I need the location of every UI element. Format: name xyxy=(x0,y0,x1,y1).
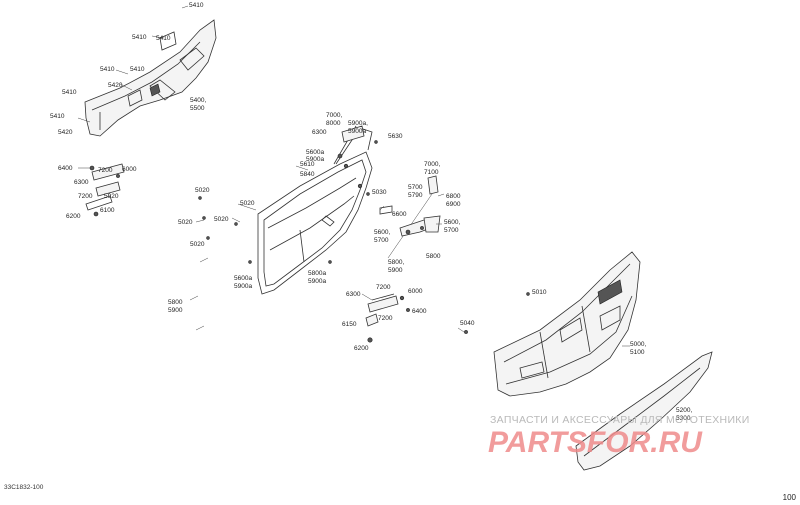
callout-5840: 5840 xyxy=(300,171,315,178)
door-panel-right xyxy=(493,251,641,397)
callout-5410-f: 5410 xyxy=(62,89,77,96)
callout-5900a-b: 5900a xyxy=(348,128,366,135)
callout-7200-b: 7200 xyxy=(378,315,393,322)
callout-5020-d: 5020 xyxy=(190,241,205,248)
callout-8000: 8000 xyxy=(326,120,341,127)
callout-6150: 6150 xyxy=(342,321,357,328)
callout-5030: 5030 xyxy=(372,189,387,196)
callout-5600-a: 5600, xyxy=(444,219,460,226)
door-frame xyxy=(257,125,373,295)
callout-7200-a: 7200 xyxy=(376,284,391,291)
callout-5700-c: 5700 xyxy=(374,237,389,244)
callout-5800a: 5800a xyxy=(308,270,326,277)
callout-6100: 6100 xyxy=(100,207,115,214)
callout-7000-a: 7000, xyxy=(326,112,342,119)
callout-5800-a: 5800, xyxy=(388,259,404,266)
watermark: ЗАПЧАСТИ И АКСЕССУАРЫ ДЛЯ МОТОТЕХНИКИ PA… xyxy=(488,414,750,459)
callout-6200-left: 6200 xyxy=(66,213,81,220)
callout-5020-c: 5020 xyxy=(214,216,229,223)
page-number: 100 xyxy=(782,493,796,502)
callout-5100: 5100 xyxy=(630,349,645,356)
handle-group-lower xyxy=(365,293,410,343)
callout-5040: 5040 xyxy=(460,320,475,327)
callout-7000-b: 7000, xyxy=(424,161,440,168)
callout-5410-c: 5410 xyxy=(156,35,171,42)
callout-5410-e: 5410 xyxy=(130,66,145,73)
callout-5000: 5000, xyxy=(630,341,646,348)
callout-5410-d: 5410 xyxy=(100,66,115,73)
watermark-logo: PARTSFOR.RU xyxy=(488,426,703,459)
callout-5410-b: 5410 xyxy=(132,34,147,41)
callout-5010: 5010 xyxy=(532,289,547,296)
callout-5790: 5790 xyxy=(408,192,423,199)
callout-5900a-e: 5900a xyxy=(308,278,326,285)
callout-6000-left: 6000 xyxy=(122,166,137,173)
leader-lines xyxy=(77,5,630,347)
callout-5410-a: 5410 xyxy=(189,2,204,9)
callout-5920: 5920 xyxy=(104,193,119,200)
callout-6000-bottom: 6000 xyxy=(408,288,423,295)
callout-5020-e: 5020 xyxy=(240,200,255,207)
callout-5300: 5300 xyxy=(676,415,691,422)
callout-5900a-c: 5900a xyxy=(306,156,324,163)
callout-6900: 6900 xyxy=(446,201,461,208)
callout-5420-a: 5420 xyxy=(108,82,123,89)
callout-5900a-a: 5900a, xyxy=(348,120,368,127)
callout-5410-g: 5410 xyxy=(50,113,65,120)
callout-6200-bottom: 6200 xyxy=(354,345,369,352)
callout-6600: 6600 xyxy=(392,211,407,218)
callout-6300-left: 6300 xyxy=(74,179,89,186)
callout-6800: 6800 xyxy=(446,193,461,200)
callout-5020-a: 5020 xyxy=(195,187,210,194)
callout-5700-b: 5700 xyxy=(444,227,459,234)
callout-5500: 5500 xyxy=(190,105,205,112)
callout-5900-b: 5900 xyxy=(168,307,183,314)
callout-5200: 5200, xyxy=(676,407,692,414)
trim-panel-right xyxy=(575,351,713,471)
watermark-text: ЗАПЧАСТИ И АКСЕССУАРЫ ДЛЯ МОТОТЕХНИКИ xyxy=(490,414,750,426)
callout-5600-b: 5600, xyxy=(374,229,390,236)
callout-5420-b: 5420 xyxy=(58,129,73,136)
fasteners xyxy=(189,140,530,334)
latch-assembly-middle xyxy=(379,175,441,259)
callout-5600a: 5600a xyxy=(306,149,324,156)
callout-5900-a: 5900 xyxy=(388,267,403,274)
callout-5700-a: 5700 xyxy=(408,184,423,191)
hinge-group-left xyxy=(85,163,125,217)
callout-6400-left: 6400 xyxy=(58,165,73,172)
callout-5600a-b: 5600a xyxy=(234,275,252,282)
callout-7100: 7100 xyxy=(424,169,439,176)
callout-6400-bottom: 6400 xyxy=(412,308,427,315)
callout-5020-b: 5020 xyxy=(178,219,193,226)
diagram-code: 33C1832-100 xyxy=(4,484,44,491)
callout-5630: 5630 xyxy=(388,133,403,140)
dash-trim-panel xyxy=(84,19,217,137)
callout-7200-left-a: 7200 xyxy=(98,167,113,174)
callout-7200-left-b: 7200 xyxy=(78,193,93,200)
callout-6300-top: 6300 xyxy=(312,129,327,136)
callout-labels: 5410 5410 5410 5410 5410 5410 5420 5420 … xyxy=(50,2,692,422)
callout-5800-b: 5800 xyxy=(426,253,441,260)
callout-5610: 5610 xyxy=(300,161,315,168)
callout-5900a-d: 5900a xyxy=(234,283,252,290)
callout-5800-c: 5800 xyxy=(168,299,183,306)
callout-5400: 5400, xyxy=(190,97,206,104)
callout-6300-bottom: 6300 xyxy=(346,291,361,298)
